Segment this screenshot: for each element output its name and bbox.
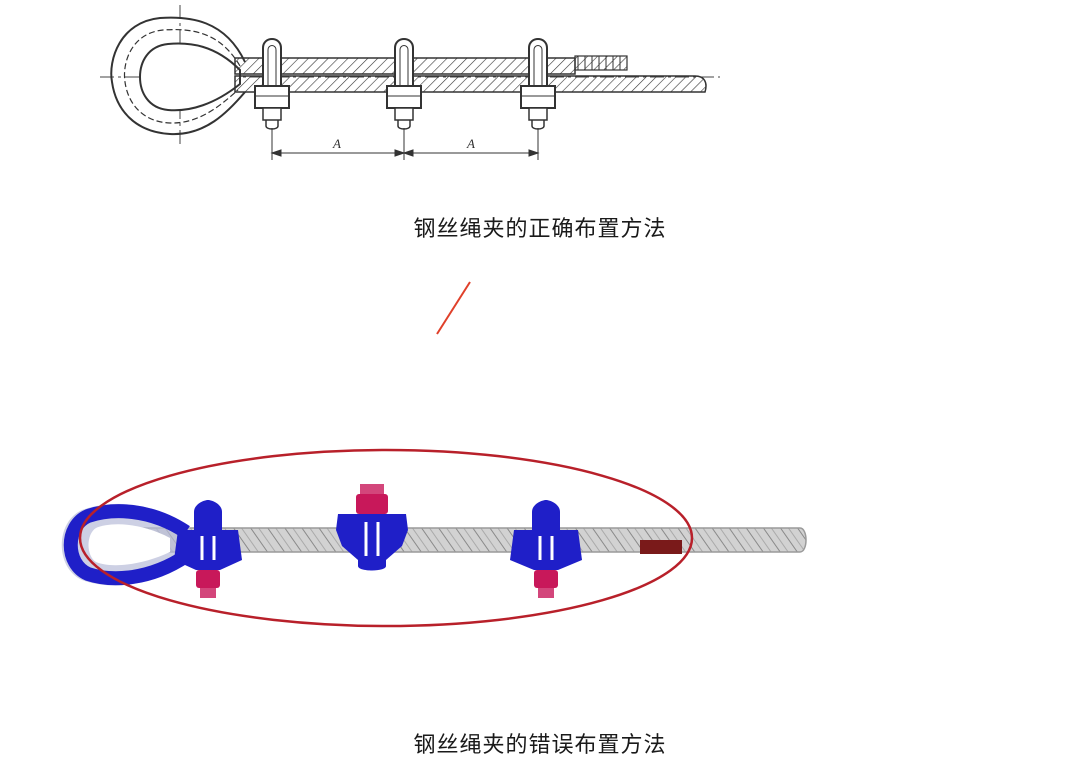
wire-rope-clip-1 xyxy=(254,38,290,130)
wrong-clip-3 xyxy=(510,500,582,598)
rope-end-seizing xyxy=(574,55,628,71)
dimension-label-1: A xyxy=(332,136,341,151)
wire-rope-clip-2 xyxy=(386,38,422,130)
dimension-label-2: A xyxy=(466,136,475,151)
rope-end-seizing xyxy=(640,540,682,554)
thimble-inner xyxy=(138,42,241,112)
caption-wrong: 钢丝绳夹的错误布置方法 xyxy=(413,733,667,758)
wrong-clip-1 xyxy=(174,500,242,598)
thimble-groove xyxy=(123,29,241,124)
highlight-ellipse xyxy=(78,448,694,628)
wire-rope-clip-3 xyxy=(520,38,556,130)
correct-arrangement-drawing: A A xyxy=(100,5,720,160)
dimension-lines xyxy=(270,128,540,160)
wrong-arrangement-drawing xyxy=(61,448,807,628)
wrong-clip-2 xyxy=(336,484,408,571)
rope-main xyxy=(129,527,807,553)
rope-main-lower xyxy=(234,75,707,93)
thimble-outer xyxy=(110,16,246,136)
slash-mark xyxy=(436,281,471,335)
caption-correct: 钢丝绳夹的正确布置方法 xyxy=(413,217,667,242)
